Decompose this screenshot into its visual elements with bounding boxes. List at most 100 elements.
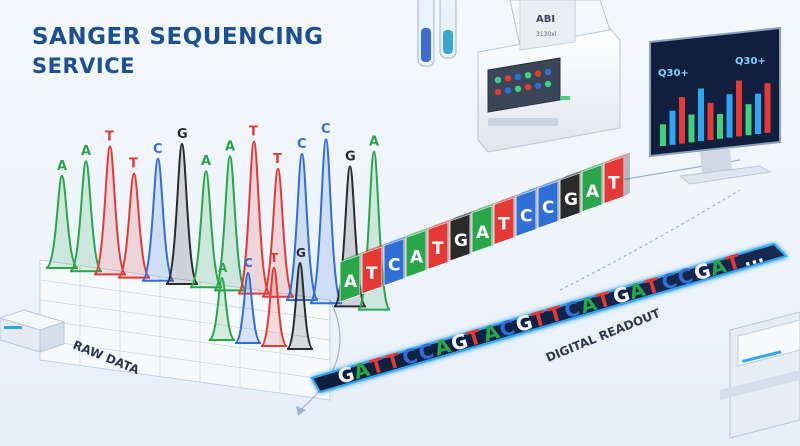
chromatogram-base-label: C: [297, 137, 307, 152]
chromatogram-peak: [261, 167, 295, 298]
chromatogram-base-label: C: [153, 142, 163, 157]
sample-well: [504, 75, 512, 82]
base-block-letter: A: [344, 272, 358, 292]
base-block: T: [361, 242, 388, 295]
base-block: T: [603, 152, 630, 205]
readout-base: A: [578, 291, 600, 318]
sample-well: [524, 84, 532, 91]
base-block-letter: T: [608, 174, 620, 194]
monitor-bar: [669, 110, 676, 145]
monitor-bar: [660, 124, 666, 146]
monitor-bar: [745, 104, 752, 136]
base-block-letter: C: [542, 198, 554, 218]
monitor-q30-label-1: Q30+: [658, 68, 689, 79]
instrument-brand: ABI: [536, 14, 555, 25]
sample-well: [524, 72, 532, 79]
base-block-letter: A: [476, 223, 490, 243]
monitor-quality-chart: [660, 80, 771, 146]
monitor-bar: [698, 88, 704, 142]
sample-well: [494, 76, 502, 84]
readout-base: G: [335, 361, 357, 389]
monitor-bar: [755, 93, 761, 134]
chromatogram-peak: [234, 271, 262, 344]
digital-readout-panel: GATTCCAGTACGTTCATGATCCGAT...: [310, 242, 790, 394]
readout-base: G: [610, 281, 632, 309]
chromatogram-peak: [260, 266, 288, 347]
chromatogram-peak: [141, 157, 175, 282]
chromatogram-base-label: A: [57, 159, 67, 174]
readout-base: C: [416, 338, 437, 365]
base-block-letter: T: [498, 215, 510, 235]
base-block: G: [449, 210, 476, 262]
chromatogram-base-label: A: [218, 261, 228, 275]
chromatogram-base-label: T: [273, 152, 282, 167]
chromatogram-base-label: A: [225, 139, 235, 154]
readout-base: A: [351, 357, 373, 384]
monitor-bar: [717, 114, 723, 139]
chromatogram-base-label: C: [321, 122, 331, 137]
base-block: A: [581, 160, 608, 213]
title-line-1: SANGER SEQUENCING: [32, 24, 324, 50]
readout-base: A: [626, 277, 648, 304]
chromatogram-base-label: G: [345, 149, 356, 164]
readout-base: C: [675, 263, 696, 290]
readout-base: G: [513, 310, 535, 338]
monitor-bar: [736, 80, 742, 137]
readout-base: A: [481, 319, 503, 346]
chromatogram-peak: [117, 172, 151, 279]
base-block-letter: A: [410, 247, 424, 267]
chromatogram-peak: [237, 140, 271, 295]
chromatogram-back-row: [45, 138, 391, 311]
chromatogram-base-label: T: [105, 129, 114, 144]
monitor-icon: Q30+ Q30+: [649, 26, 781, 185]
base-block-letter: T: [432, 239, 444, 259]
chromatogram-peak: [285, 152, 319, 301]
chromatogram-grid: [39, 259, 331, 401]
base-block-letter: A: [586, 182, 600, 202]
chromatogram-base-label: G: [296, 246, 306, 260]
monitor-bar: [764, 83, 771, 133]
readout-base: C: [562, 296, 583, 323]
readout-base: C: [400, 343, 421, 370]
chromatogram-peak: [93, 145, 127, 276]
sample-well: [534, 70, 542, 77]
sample-well: [534, 82, 542, 89]
readout-base: G: [691, 258, 713, 286]
chromatogram-peak: [69, 160, 103, 273]
readout-base: C: [497, 315, 518, 342]
readout-base: G: [448, 328, 470, 356]
sample-well: [544, 80, 552, 88]
chromatogram-base-label: C: [244, 256, 253, 270]
monitor-bar: [679, 97, 685, 144]
chromatogram-peak: [286, 261, 314, 350]
chromatogram-base-label: G: [177, 127, 188, 142]
test-tube-icon: [417, 0, 457, 67]
monitor-bar: [707, 102, 714, 140]
chromatogram-base-label: A: [369, 135, 379, 150]
base-block-letter: G: [564, 190, 578, 210]
readout-base: C: [659, 268, 680, 295]
chromatogram-peak: [208, 276, 236, 341]
chromatogram-peak: [45, 174, 79, 269]
chromatogram-base-label: T: [129, 157, 138, 172]
chromatogram-base-label: A: [81, 144, 91, 159]
base-block-letter: G: [454, 231, 468, 251]
sample-well: [544, 68, 552, 76]
sample-well: [504, 87, 512, 94]
chromatogram-peak: [213, 155, 247, 292]
base-block-letter: T: [366, 264, 378, 284]
monitor-bar: [726, 94, 733, 138]
title-line-2: SERVICE: [32, 54, 135, 78]
sample-well: [514, 73, 522, 81]
readout-base: A: [707, 253, 729, 280]
chromatogram-peak: [309, 138, 343, 305]
sequencer-instrument-icon: ABI 3130xl: [477, 0, 621, 153]
flow-arrow-icon: [296, 406, 306, 416]
sample-well: [514, 85, 522, 93]
server-icon: [0, 309, 66, 353]
base-block-letter: C: [520, 206, 532, 226]
monitor-q30-label-2: Q30+: [735, 56, 766, 67]
base-block-letter: C: [388, 256, 400, 276]
